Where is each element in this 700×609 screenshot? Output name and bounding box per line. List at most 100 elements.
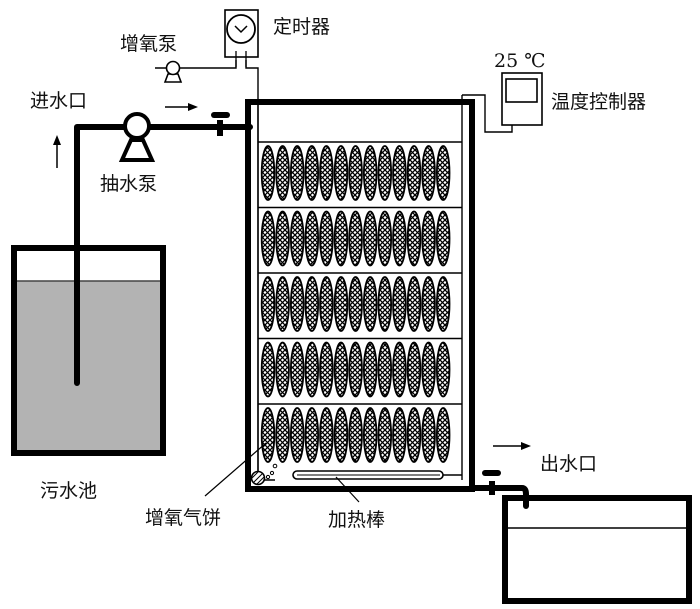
mesh-net	[275, 276, 290, 332]
mesh-net	[363, 145, 378, 201]
mesh-net	[363, 276, 378, 332]
mesh-net	[392, 145, 407, 201]
mesh-net	[260, 210, 276, 267]
mesh-net	[260, 341, 276, 398]
mesh-net	[377, 145, 393, 201]
mesh-net	[406, 210, 422, 267]
heater-rod-label: 加热棒	[328, 509, 385, 531]
mesh-net	[319, 145, 334, 201]
flow-right-arrow-icon	[165, 103, 198, 111]
mesh-net	[275, 210, 290, 267]
mesh-net	[392, 210, 407, 267]
mesh-net	[275, 407, 290, 463]
mesh-net	[304, 145, 320, 201]
mesh-net	[363, 341, 378, 398]
culture-shelves	[258, 141, 462, 463]
suction-pump-label: 抽水泵	[100, 173, 157, 195]
mesh-net	[421, 145, 436, 201]
mesh-net	[319, 407, 334, 463]
air-stone-leader-line	[204, 442, 267, 497]
outlet-valve-icon	[482, 470, 501, 495]
flow-right-arrow-outlet-icon	[493, 442, 531, 450]
mesh-net	[290, 276, 305, 332]
mesh-net	[260, 276, 276, 332]
mesh-net	[436, 145, 451, 201]
inlet-valve-icon	[211, 112, 230, 136]
temperature-controller-icon	[501, 72, 543, 126]
mesh-net	[436, 210, 451, 267]
mesh-net	[319, 341, 334, 398]
inlet-label: 进水口	[30, 90, 87, 112]
outlet-pipe	[469, 485, 529, 509]
temperature-setpoint: 25 ℃	[494, 50, 545, 72]
mesh-net	[333, 276, 349, 332]
mesh-net	[377, 341, 393, 398]
mesh-net	[290, 145, 305, 201]
air-stone-label: 增氧气饼	[145, 507, 221, 529]
heater-rod-icon	[292, 470, 462, 480]
mesh-net	[260, 407, 276, 463]
mesh-net	[290, 341, 305, 398]
timer-icon	[224, 9, 259, 67]
mesh-net	[348, 407, 363, 463]
mesh-net	[392, 276, 407, 332]
mesh-net	[290, 210, 305, 267]
mesh-net	[333, 210, 349, 267]
outlet-label: 出水口	[540, 453, 597, 475]
mesh-net	[421, 341, 436, 398]
air-stone-icon	[250, 463, 278, 486]
mesh-net	[290, 407, 305, 463]
sewage-tank-wall	[11, 245, 166, 456]
mesh-net	[319, 276, 334, 332]
mesh-net	[275, 341, 290, 398]
air-line	[155, 60, 275, 481]
mesh-net	[436, 341, 451, 398]
mesh-net	[304, 276, 320, 332]
flow-up-arrow-icon	[53, 135, 61, 168]
culture-tank-wall	[245, 99, 475, 492]
mesh-net	[260, 145, 276, 201]
mesh-net	[333, 407, 349, 463]
culture-tank	[245, 95, 475, 492]
mesh-net	[304, 407, 320, 463]
mesh-net	[377, 407, 393, 463]
mesh-net	[436, 276, 451, 332]
mesh-net	[421, 276, 436, 332]
mesh-net	[333, 145, 349, 201]
mesh-net	[348, 341, 363, 398]
inlet-pipe	[74, 124, 253, 386]
temperature-probe-wire	[462, 94, 513, 133]
mesh-net	[304, 341, 320, 398]
mesh-net	[348, 145, 363, 201]
sewage-tank	[11, 245, 166, 456]
aeration-pump-label: 增氧泵	[120, 33, 177, 55]
sewage-tank-label: 污水池	[40, 480, 97, 502]
mesh-net	[392, 341, 407, 398]
aeration-pump-icon	[163, 60, 183, 83]
mesh-net	[363, 407, 378, 463]
temperature-controller-label: 温度控制器	[551, 91, 646, 113]
mesh-net	[333, 341, 349, 398]
timer-label: 定时器	[273, 16, 330, 38]
mesh-net	[406, 407, 422, 463]
mesh-net	[392, 407, 407, 463]
mesh-net	[377, 210, 393, 267]
mesh-net	[348, 210, 363, 267]
mesh-net	[406, 276, 422, 332]
mesh-net	[319, 210, 334, 267]
mesh-net	[421, 407, 436, 463]
collection-tank	[502, 495, 692, 604]
mesh-net	[348, 276, 363, 332]
mesh-net	[406, 145, 422, 201]
suction-pump-icon	[118, 112, 156, 162]
mesh-net	[363, 210, 378, 267]
mesh-net	[421, 210, 436, 267]
sewage-water	[15, 281, 161, 451]
mesh-net	[436, 407, 451, 463]
heater-leader-line	[335, 476, 360, 503]
mesh-net	[406, 341, 422, 398]
mesh-net	[377, 276, 393, 332]
mesh-net	[275, 145, 290, 201]
mesh-net	[304, 210, 320, 267]
